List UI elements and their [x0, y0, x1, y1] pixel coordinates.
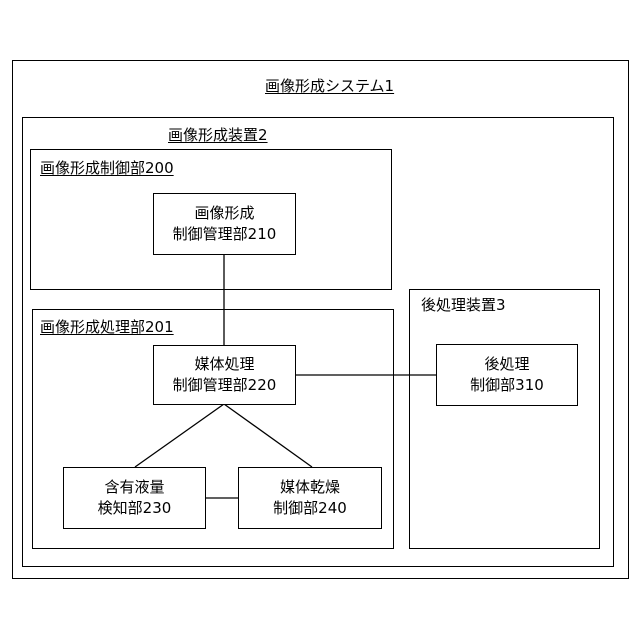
media-drying-controller-node: 媒体乾燥 制御部240: [238, 467, 382, 529]
liquid-content-detector-node: 含有液量 検知部230: [63, 467, 206, 529]
image-forming-system-title: 画像形成システム1: [265, 77, 394, 95]
node-label-line2: 検知部230: [98, 498, 172, 519]
node-label-line1: 含有液量: [104, 477, 164, 498]
node-label-line2: 制御管理部210: [173, 224, 277, 245]
node-label-line2: 制御部310: [470, 375, 544, 396]
image-forming-control-manager-node: 画像形成 制御管理部210: [153, 193, 296, 255]
media-processing-control-manager-node: 媒体処理 制御管理部220: [153, 345, 296, 405]
node-label-line1: 後処理: [484, 354, 529, 375]
node-label-line1: 画像形成: [194, 203, 254, 224]
image-forming-processing-unit-title: 画像形成処理部201: [40, 318, 174, 336]
node-label-line1: 媒体処理: [194, 354, 254, 375]
node-label-line2: 制御管理部220: [173, 375, 277, 396]
post-processing-device-title: 後処理装置3: [421, 296, 506, 314]
node-label-line2: 制御部240: [273, 498, 347, 519]
post-processing-controller-node: 後処理 制御部310: [436, 344, 578, 406]
post-processing-device-frame: [409, 289, 600, 549]
image-forming-control-unit-title: 画像形成制御部200: [40, 159, 174, 177]
node-label-line1: 媒体乾燥: [280, 477, 340, 498]
image-forming-apparatus-title: 画像形成装置2: [168, 126, 268, 144]
